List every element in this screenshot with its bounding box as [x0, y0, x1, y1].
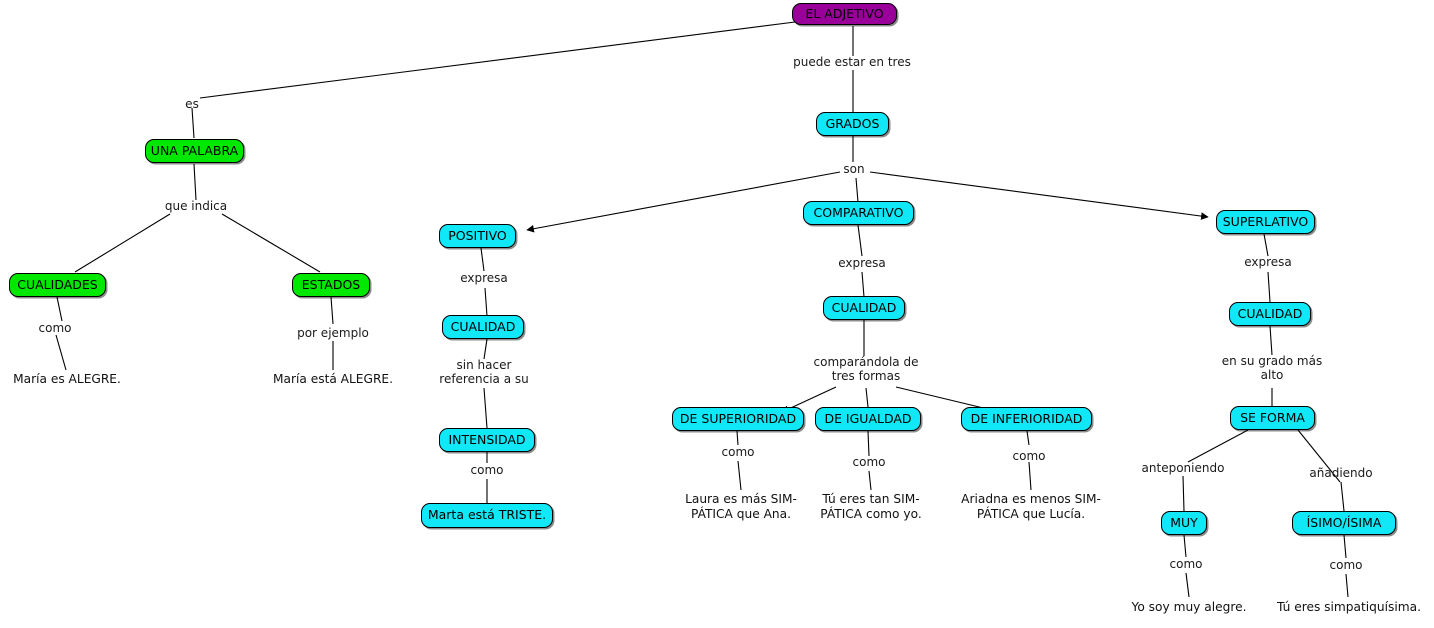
link-label-como-cualidades: como — [38, 321, 72, 335]
link-label-anteponiendo: anteponiendo — [1141, 461, 1225, 475]
edge-cualidades-to-como — [56, 296, 63, 322]
link-label-como-isimo: como — [1329, 558, 1363, 572]
edge-inferioridad-to-como — [1026, 430, 1030, 446]
leaf-tu-eres-tan-simpatica: Tú eres tan SIM- PÁTICA como yo. — [820, 492, 922, 521]
node-el-adjetivo[interactable]: EL ADJETIVO — [792, 3, 897, 25]
leaf-ariadna-simpatica: Ariadna es menos SIM- PÁTICA que Lucía. — [961, 492, 1101, 521]
edge-es-to-una-palabra — [191, 107, 195, 139]
link-label-expresa-positivo: expresa — [460, 271, 508, 285]
node-positivo-cualidad[interactable]: CUALIDAD — [442, 315, 524, 339]
edge-seforma-to-anteponiendo — [1187, 429, 1249, 463]
node-positivo[interactable]: POSITIVO — [439, 224, 516, 248]
edge-unapalabra-to-queindica — [193, 163, 197, 201]
edge-son-to-positivo — [526, 171, 841, 233]
link-label-son: son — [843, 162, 865, 176]
edge-como-to-ariadna — [1028, 461, 1032, 491]
edge-expresa-to-cualidad-comp — [861, 271, 865, 298]
edge-cualidad-to-sinhacer — [483, 338, 488, 360]
link-label-sin-hacer-referencia: sin hacer referencia a su — [439, 358, 529, 386]
edge-isimo-to-como — [1343, 534, 1347, 559]
edge-cualidad-to-ensugrado — [1269, 325, 1273, 356]
node-superlativo-cualidad[interactable]: CUALIDAD — [1229, 302, 1311, 326]
node-de-superioridad[interactable]: DE SUPERIORIDAD — [672, 407, 804, 431]
edge-como-to-mariaesalegre — [55, 334, 67, 371]
node-de-igualdad[interactable]: DE IGUALDAD — [815, 407, 921, 431]
edge-expresa-to-cualidad-sup — [1267, 271, 1271, 303]
leaf-tu-eres-simpatiquisima: Tú eres simpatiquísima. — [1277, 600, 1421, 614]
link-label-en-su-grado-mas-alto: en su grado más alto — [1221, 354, 1323, 382]
edge-anadiendo-to-isimo — [1340, 481, 1345, 512]
link-label-como-muy: como — [1169, 557, 1203, 571]
edge-queindica-to-cualidades — [74, 213, 171, 273]
edge-como-to-yosoy — [1185, 572, 1190, 598]
edge-muy-to-como — [1183, 534, 1187, 558]
link-label-como-inferioridad: como — [1012, 449, 1046, 463]
edge-superioridad-to-como — [736, 430, 739, 446]
edge-queindica-to-estados — [221, 213, 321, 273]
node-grados[interactable]: GRADOS — [816, 112, 889, 136]
edge-comparandola-to-igualdad — [865, 387, 869, 408]
edge-como-to-tueres — [868, 470, 872, 491]
leaf-maria-es-alegre: María es ALEGRE. — [13, 372, 121, 386]
edge-comparativo-to-expresa — [857, 224, 863, 257]
edge-estados-to-porejemplo — [330, 296, 334, 325]
link-label-como-superioridad: como — [721, 445, 755, 459]
node-muy[interactable]: MUY — [1161, 511, 1207, 535]
link-label-anadiendo: añadiendo — [1309, 466, 1373, 480]
node-intensidad[interactable]: INTENSIDAD — [439, 428, 535, 452]
edge-superlativo-to-expresa — [1263, 233, 1269, 257]
link-label-comparandola-tres-formas: comparándola de tres formas — [813, 355, 919, 383]
leaf-laura-simpatica: Laura es más SIM- PÁTICA que Ana. — [685, 492, 797, 521]
node-una-palabra[interactable]: UNA PALABRA — [145, 139, 244, 163]
link-label-como-intensidad: como — [470, 463, 504, 477]
node-de-inferioridad[interactable]: DE INFERIORIDAD — [961, 407, 1092, 431]
node-se-forma[interactable]: SE FORMA — [1230, 406, 1315, 430]
edge-anteponiendo-to-muy — [1182, 475, 1185, 512]
link-label-como-igualdad: como — [852, 455, 886, 469]
edge-son-to-superlativo — [869, 171, 1209, 220]
link-label-que-indica: que indica — [164, 199, 228, 213]
node-cualidades[interactable]: CUALIDADES — [9, 273, 106, 297]
node-isimo-isima[interactable]: ÍSIMO/ÍSIMA — [1292, 511, 1396, 535]
edge-expresa-to-cualidad — [484, 287, 488, 317]
edge-positivo-to-expresa — [480, 247, 485, 272]
edge-como-to-tueressimpatiquisima — [1345, 573, 1349, 598]
node-comparativo-cualidad[interactable]: CUALIDAD — [823, 296, 905, 320]
link-label-es: es — [185, 97, 199, 111]
link-label-expresa-comparativo: expresa — [838, 256, 886, 270]
node-estados[interactable]: ESTADOS — [292, 273, 370, 297]
edge-son-to-comparativo — [855, 177, 859, 203]
link-label-puede-estar-en-tres: puede estar en tres — [793, 55, 911, 69]
node-marta-esta-triste[interactable]: Marta está TRISTE. — [421, 503, 553, 528]
edge-como-to-laura — [737, 460, 742, 491]
node-superlativo[interactable]: SUPERLATIVO — [1216, 210, 1315, 234]
link-label-por-ejemplo: por ejemplo — [297, 326, 369, 340]
edge-root-to-es — [199, 21, 796, 99]
leaf-maria-esta-alegre: María está ALEGRE. — [272, 372, 394, 386]
node-comparativo[interactable]: COMPARATIVO — [803, 201, 914, 225]
leaf-yo-soy-muy-alegre: Yo soy muy alegre. — [1131, 600, 1247, 614]
edge-sinhacer-to-intensidad — [483, 387, 488, 429]
edge-igualdad-to-como — [867, 430, 870, 457]
link-label-expresa-superlativo: expresa — [1244, 255, 1292, 269]
